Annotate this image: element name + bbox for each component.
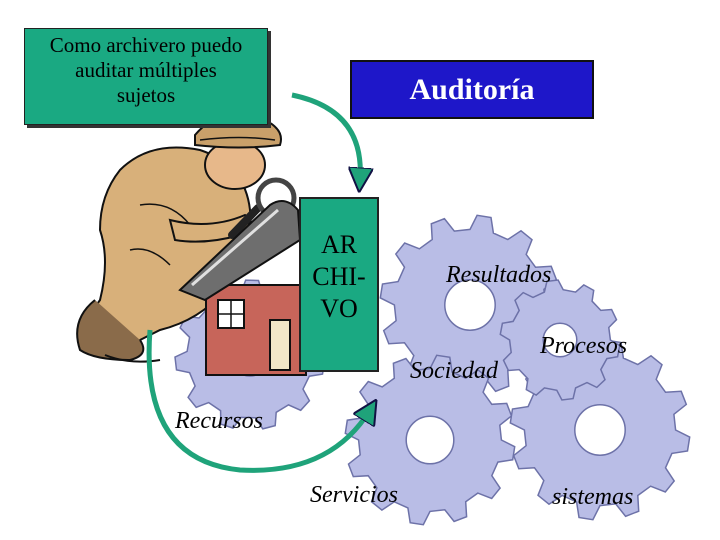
callout-line: sujetos (116, 83, 176, 107)
archivo-line: AR (320, 230, 358, 259)
auditoria-box: Auditoría (350, 60, 594, 119)
label-sistemas: sistemas (552, 484, 634, 510)
label-servicios: Servicios (310, 482, 398, 508)
gear-hole (542, 322, 578, 358)
label-recursos: Recursos (175, 408, 263, 434)
label-resultados: Resultados (446, 262, 552, 288)
label-procesos: Procesos (540, 333, 628, 359)
curved-arrow-icon (146, 329, 370, 473)
callout-box: Como archivero puedo auditar múltiples s… (24, 28, 268, 125)
archivo-line: CHI- (312, 262, 366, 291)
archivo-line: VO (320, 294, 358, 323)
gear-hole (405, 415, 455, 465)
label-sociedad: Sociedad (410, 358, 498, 384)
gear-hole (574, 404, 626, 456)
callout-line: auditar múltiples (75, 58, 217, 82)
curved-arrow-icon (291, 92, 360, 180)
archivo-box: AR CHI- VO (299, 197, 379, 372)
house-clipart (178, 200, 307, 376)
callout-line: Como archivero puedo (49, 33, 243, 57)
gear-hole (444, 279, 496, 331)
